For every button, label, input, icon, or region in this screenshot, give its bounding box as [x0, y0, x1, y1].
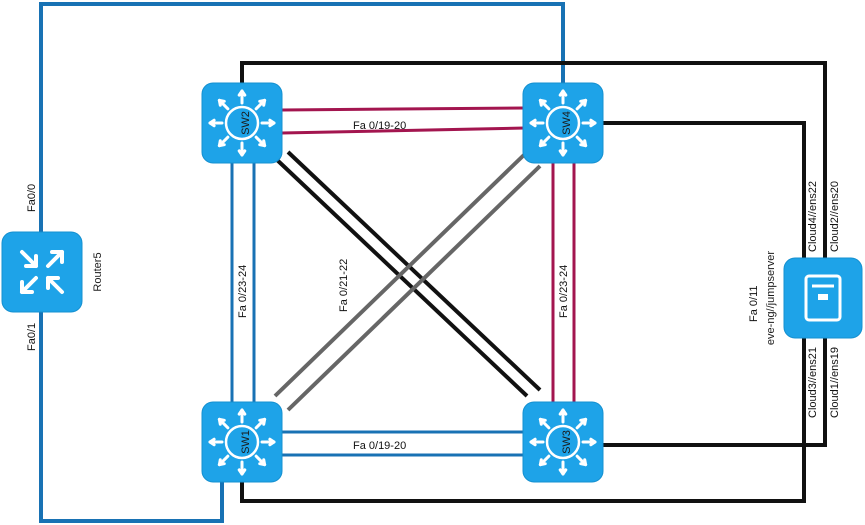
switch-label: SW4	[561, 111, 573, 135]
multilayer-switch-icon	[529, 408, 597, 476]
sw4-sw3-link-label: Fa 0/23-24	[558, 265, 570, 318]
switch-label: SW3	[561, 430, 573, 454]
switch-label: SW2	[240, 111, 252, 135]
server-icon	[804, 274, 842, 322]
link-labels: Fa 0/19-20 Fa 0/19-20 Fa 0/23-24 Fa 0/23…	[26, 120, 841, 452]
cloud2-label: Cloud2//ens20	[829, 181, 841, 252]
router-label: Router5	[92, 252, 104, 291]
sw2-sw3-diag-link-b	[286, 150, 542, 392]
cloud4-label: Cloud4//ens22	[807, 181, 819, 252]
switch-label: SW1	[240, 430, 252, 454]
router-icon	[20, 250, 64, 294]
router-bottom-port-label: Fa0/1	[26, 323, 38, 351]
switch-sw3[interactable]: SW3	[522, 401, 604, 483]
server-label: eve-ng//jumpserver	[765, 251, 777, 345]
sw2-sw4-link-label: Fa 0/19-20	[353, 120, 406, 132]
sw2-sw1-link-label: Fa 0/23-24	[237, 265, 249, 318]
sw2-sw3-diag-link-a	[273, 156, 529, 398]
sw2-sw4-link-b	[281, 126, 526, 135]
cloud1-label: Cloud1//ens19	[829, 347, 841, 418]
server-port-label: Fa 0/11	[748, 286, 760, 323]
cloud3-label: Cloud3//ens21	[807, 347, 819, 418]
router-top-port-label: Fa0/0	[26, 184, 38, 212]
links	[39, 2, 827, 523]
router-sw1-link	[39, 312, 224, 523]
multilayer-switch-icon	[208, 89, 276, 157]
sw2-sw3-outer-link	[240, 61, 827, 447]
switch-sw1[interactable]: SW1	[201, 401, 283, 483]
switch-sw2[interactable]: SW2	[201, 82, 283, 164]
router-sw4-link	[39, 2, 565, 232]
sw1-sw3-link-label: Fa 0/19-20	[353, 440, 406, 452]
sw4-sw1-diag-link-a	[273, 150, 529, 398]
switch-sw4[interactable]: SW4	[522, 82, 604, 164]
multilayer-switch-icon	[208, 408, 276, 476]
cross-link-label: Fa 0/21-22	[338, 259, 350, 312]
server-jumpserver[interactable]: eve-ng//jumpserver	[765, 251, 863, 345]
sw4-sw1-diag-link-b	[286, 164, 542, 412]
sw4-sw1-outer-link	[240, 121, 806, 503]
router-router5[interactable]: Router5	[1, 231, 104, 313]
multilayer-switch-icon	[529, 89, 597, 157]
sw2-sw4-link-a	[281, 106, 526, 112]
